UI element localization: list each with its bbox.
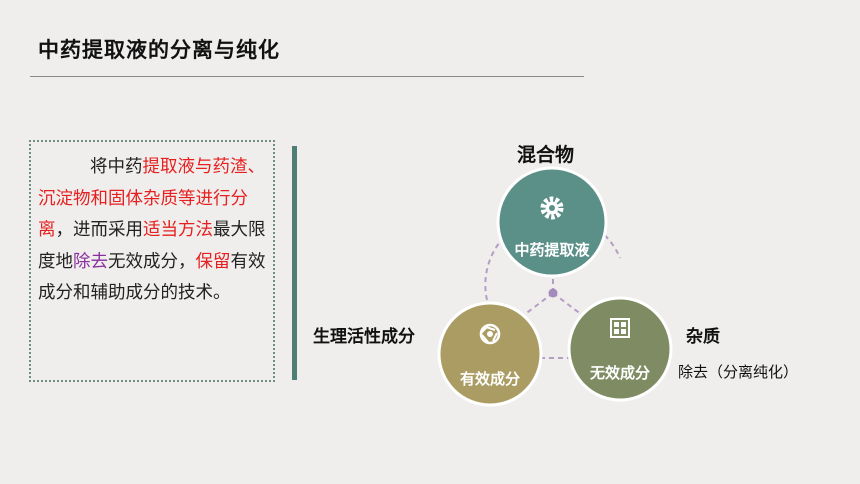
seg-2: ，进而采用 — [55, 220, 144, 240]
seg-1: 提取液与药渣、沉淀物和固体杂质等进行分离 — [38, 157, 265, 240]
seg-7: 保留 — [195, 251, 231, 272]
label-mixture: 混合物 — [517, 144, 575, 166]
definition-box: 将中药提取液与药渣、沉淀物和固体杂质等进行分离，进而采用适当方法最大限度地除去无… — [29, 140, 275, 382]
label-remove-note: 除去（分离纯化） — [678, 363, 799, 381]
circle-effective-label: 有效成分 — [460, 370, 520, 388]
seg-6: 无效成分， — [108, 251, 196, 272]
seg-0: 将中药 — [90, 157, 143, 177]
circle-ineffective-label: 无效成分 — [589, 364, 650, 382]
seg-5: 除去 — [73, 251, 108, 272]
aperture-icon — [479, 323, 501, 345]
circle-ineffective — [567, 296, 673, 402]
windows-icon — [610, 318, 630, 338]
circle-effective — [437, 301, 543, 407]
gear-icon — [540, 196, 564, 220]
seg-8: 有效成分和辅助成分的技术。 — [38, 251, 266, 304]
title-divider — [30, 76, 584, 77]
connector-line-right — [552, 292, 587, 319]
label-impurities: 杂质 — [686, 327, 720, 347]
seg-4: 最大限度地 — [38, 220, 266, 272]
vertical-accent-bar — [292, 146, 297, 380]
label-active-ingredients: 生理活性成分 — [313, 327, 415, 347]
circle-extract-label: 中药提取液 — [514, 241, 590, 259]
connector-line-left — [519, 292, 554, 319]
circle-extract — [496, 166, 608, 278]
seg-3: 适当方法 — [143, 220, 213, 240]
definition-paragraph: 将中药提取液与药渣、沉淀物和固体杂质等进行分离，进而采用适当方法最大限度地除去无… — [38, 152, 266, 310]
connector-hub — [548, 288, 558, 298]
page-title: 中药提取液的分离与纯化 — [38, 38, 280, 62]
